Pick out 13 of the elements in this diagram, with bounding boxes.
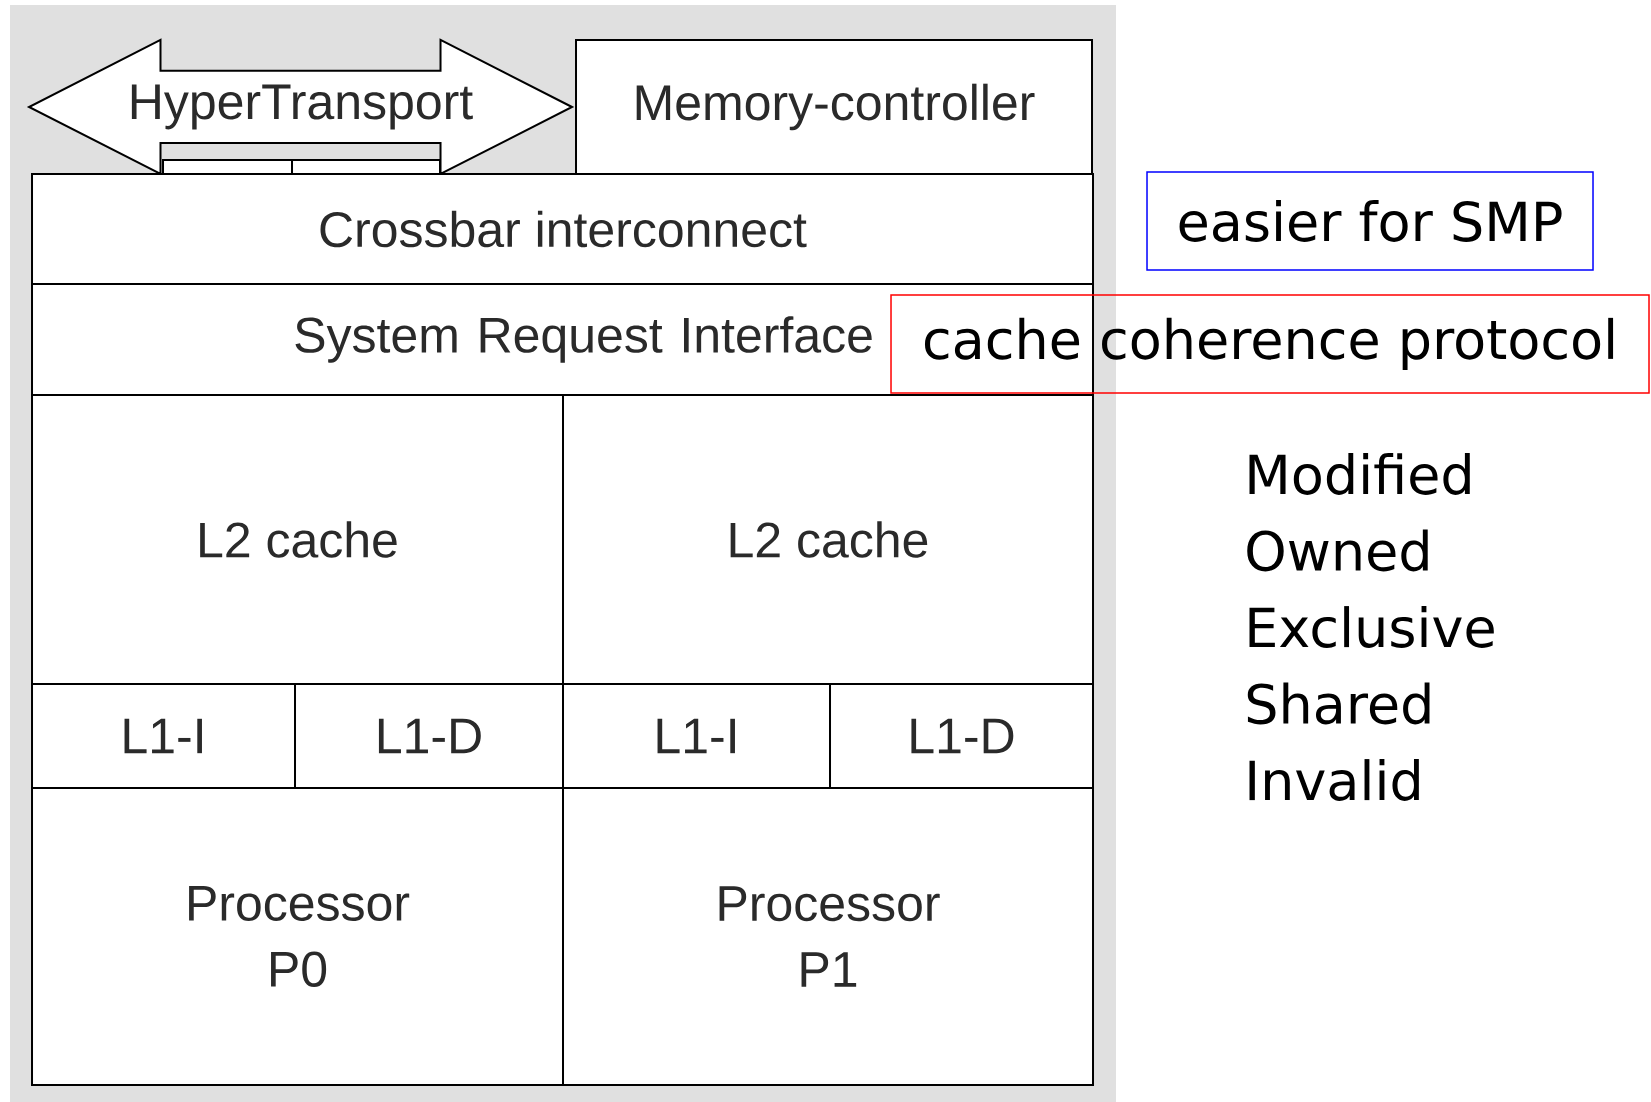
state-label: Owned xyxy=(1247,529,1428,572)
block-box: L1-I xyxy=(562,683,831,789)
block-box: L1-D xyxy=(294,683,564,789)
note-box: cache coherence protocol xyxy=(890,294,1650,394)
state-label: Shared xyxy=(1247,682,1430,725)
block-box: L1-I xyxy=(31,683,296,789)
state-label: Modified xyxy=(1249,453,1470,495)
block-box: L1-D xyxy=(829,683,1094,789)
state-label: Invalid xyxy=(1249,759,1419,801)
block-box: Memory-controller xyxy=(575,39,1093,175)
note-box: easier for SMP xyxy=(1146,171,1594,271)
block-box: Crossbar interconnect xyxy=(31,173,1094,285)
state-label: Exclusive xyxy=(1249,606,1494,648)
